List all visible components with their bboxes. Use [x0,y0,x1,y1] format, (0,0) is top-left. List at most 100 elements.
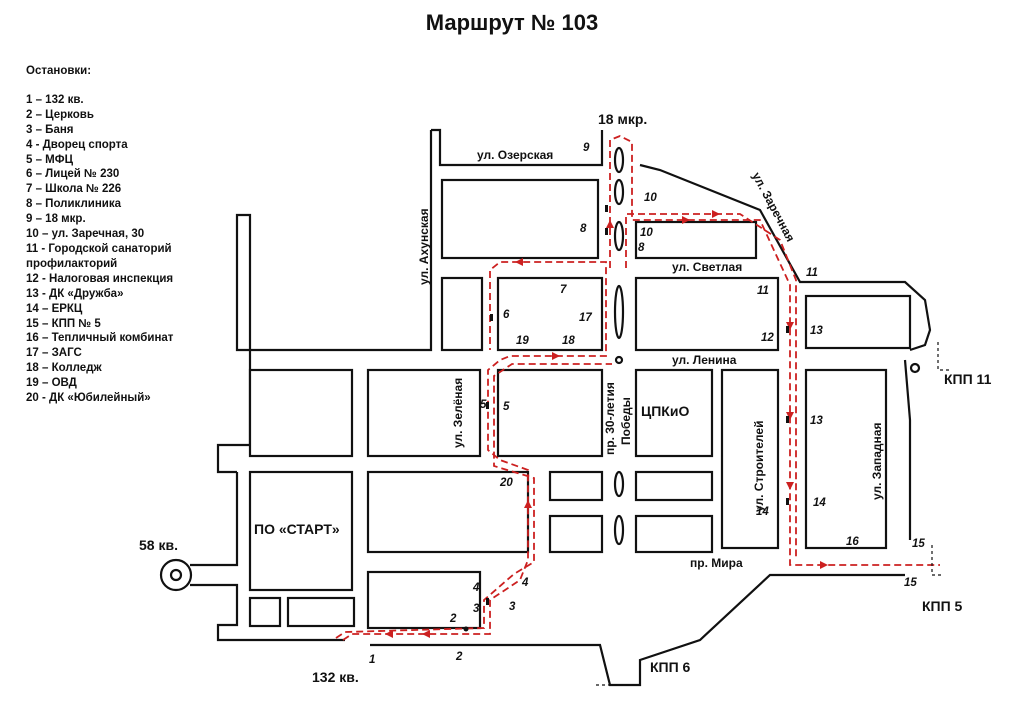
stop-14-label: 14 [813,497,826,509]
stop-19-label: 19 [516,335,529,347]
block [440,178,600,260]
stop-13-label: 13 [810,415,823,427]
legend-item: 19 – ОВД [26,377,77,390]
legend-item: 13 - ДК «Дружба» [26,287,124,300]
place-58kv-label: 58 кв. [139,537,178,553]
legend-item: 3 – Баня [26,123,74,136]
roundabout-58kv-center [169,568,183,582]
stop-numbers: 1 2 2 3 3 4 4 5 5 6 7 8 8 9 10 10 11 11 … [369,142,925,666]
stop-13-label: 13 [810,325,823,337]
place-18mkr-label: 18 мкр. [598,111,647,127]
stop-15-label: 15 [904,577,917,589]
stop-12-label: 12 [761,332,774,344]
stop-8-label: 8 [638,242,645,254]
place-start-label: ПО «СТАРТ» [254,521,340,537]
stop-4-label: 4 [521,577,529,589]
street-lenina-label: ул. Ленина [672,353,737,367]
stop-11-label: 11 [806,267,818,279]
block [634,276,780,352]
block [548,470,604,502]
stop-20-label: 20 [499,477,513,489]
place-132kv-label: 132 кв. [312,669,359,685]
street-zelenaya-label: ул. Зелёная [451,378,465,448]
stop-14-label: 14 [756,506,769,518]
block [720,368,780,550]
stop-10-label: 10 [640,227,653,239]
checkpoint-5-label: КПП 5 [922,598,963,614]
legend-item: профилакторий [26,257,118,270]
block [286,596,356,628]
street-stroiteley-label: ул. Строителей [752,421,766,512]
stop-11-label: 11 [757,285,769,297]
street-zapadnaya-label: ул. Западная [870,423,884,500]
block [440,276,484,352]
block [496,368,604,458]
stop-8-label: 8 [580,223,587,235]
block [248,368,354,458]
block [634,220,758,260]
place-tspkio-label: ЦПКиО [641,403,689,419]
road-outline [190,128,932,687]
legend-item: 16 – Тепличный комбинат [26,332,174,345]
legend-item: 8 – Поликлиника [26,198,121,211]
stop-6-label: 6 [503,309,510,321]
block-start [248,470,354,592]
legend-item: 14 – ЕРКЦ [26,302,83,315]
block [634,514,714,554]
stop-5-label: 5 [503,401,510,413]
city-blocks [248,178,912,630]
avenue-mira-label: пр. Мира [690,556,743,570]
stop-5-label: 5 [480,399,487,411]
checkpoint-6-label: КПП 6 [650,659,691,675]
stop-3-label: 3 [509,601,516,613]
checkpoint-11-label: КПП 11 [944,371,992,387]
stop-7-label: 7 [560,284,567,296]
roundabout-58kv [159,558,193,592]
avenue-pobedy-label-2: Победы [619,397,633,445]
legend-item: 6 – Лицей № 230 [26,168,120,181]
legend-item: 9 – 18 мкр. [26,213,86,226]
stops-legend: Остановки: 1 – 132 кв. 2 – Церковь 3 – Б… [26,64,173,406]
stop-4-label: 4 [472,582,480,594]
legend-item: 17 – ЗАГС [26,347,82,360]
legend-item: 12 - Налоговая инспекция [26,272,174,285]
stop-2-label: 2 [449,613,457,625]
stop-9-label: 9 [583,142,590,154]
legend-item: 15 – КПП № 5 [26,317,101,330]
block [366,368,482,458]
street-ozerskaya-label: ул. Озерская [477,148,553,162]
block [548,514,604,554]
block [496,276,604,352]
block [366,570,482,630]
street-akhunskaya-label: ул. Ахунская [417,208,431,285]
block [248,596,282,628]
street-svetlaya-label: ул. Светлая [672,260,742,274]
stop-15-label: 15 [912,538,925,550]
legend-item: 11 - Городской санаторий [26,242,172,255]
block [804,368,888,550]
block [804,294,912,350]
legend-item: 1 – 132 кв. [26,93,84,106]
stop-16-label: 16 [846,536,859,548]
checkpoint-marks [596,342,950,686]
block [634,470,714,502]
legend-item: 2 – Церковь [26,108,94,121]
stop-markers [463,205,789,632]
stop-1-label: 1 [369,654,375,666]
stop-17-label: 17 [579,312,592,324]
legend-item: 20 - ДК «Юбилейный» [26,392,151,405]
stop-10-label: 10 [644,192,657,204]
stop-18-label: 18 [562,335,575,347]
legend-item: 5 – МФЦ [26,153,73,166]
legend-item: 7 – Школа № 226 [26,183,122,196]
stop-2-label: 2 [455,651,463,663]
legend-item: 4 - Дворец спорта [26,138,128,151]
median-islands [613,146,921,546]
avenue-pobedy-label-1: пр. 30-летия [603,382,617,455]
legend-item: 10 – ул. Заречная, 30 [26,228,145,241]
legend-item: 18 – Колледж [26,362,102,375]
block-tspkio [634,368,714,458]
block [366,470,530,554]
route-arrows [385,210,828,638]
